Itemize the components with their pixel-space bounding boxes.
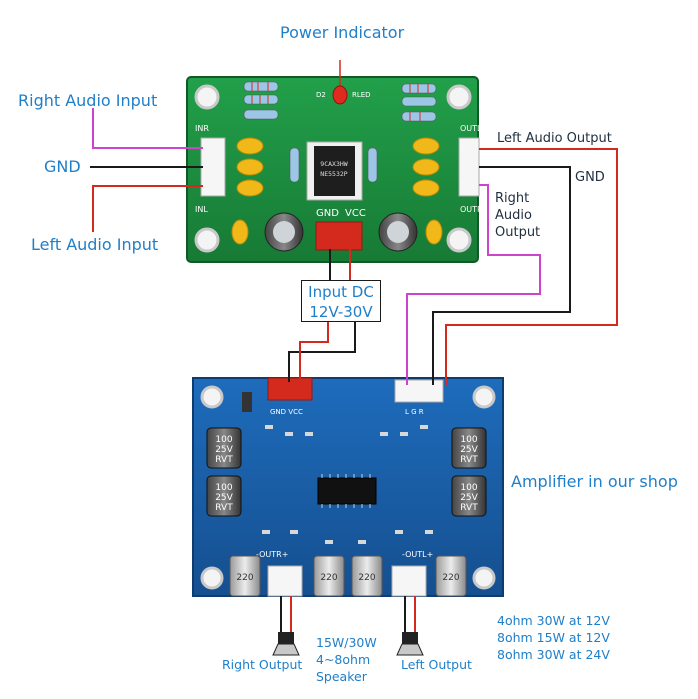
- svg-text:GND VCC: GND VCC: [270, 408, 303, 416]
- svg-text:-OUTL+: -OUTL+: [402, 550, 433, 559]
- svg-text:25V: 25V: [460, 493, 478, 503]
- svg-text:OUTR: OUTR: [460, 205, 483, 214]
- svg-text:NE5532P: NE5532P: [320, 170, 347, 178]
- svg-text:100: 100: [460, 483, 477, 493]
- right-audio-output-label: Right Audio Output: [495, 191, 541, 240]
- electrolytic-caps: [264, 212, 418, 252]
- right-audio-input-label: Right Audio Input: [18, 91, 158, 110]
- power-led: [332, 60, 348, 105]
- svg-text:D2: D2: [316, 91, 326, 99]
- amp-chip: [317, 477, 377, 505]
- gnd-input-label: GND: [44, 157, 81, 176]
- right-output-label: Right Output: [222, 657, 303, 672]
- amplifier-board: GND VCC L G R 100 25V RVT 100 25V RVT 10…: [192, 377, 504, 597]
- svg-text:VCC: VCC: [345, 208, 366, 219]
- gnd-output-label: GND: [575, 170, 605, 185]
- input-dc-box: Input DC 12V-30V: [301, 280, 381, 322]
- svg-text:RVT: RVT: [460, 503, 478, 513]
- svg-text:RVT: RVT: [460, 455, 478, 465]
- svg-text:INL: INL: [195, 205, 208, 214]
- wires: [90, 108, 618, 632]
- power-specs-label: 4ohm 30W at 12V 8ohm 15W at 12V 8ohm 30W…: [497, 613, 610, 662]
- right-speaker-icon: [272, 632, 300, 656]
- output-caps: [229, 555, 467, 597]
- svg-text:RVT: RVT: [215, 503, 233, 513]
- amplifier-shop-label: Amplifier in our shop: [511, 472, 678, 491]
- svg-text:220: 220: [236, 573, 253, 583]
- power-indicator-label: Power Indicator: [280, 23, 405, 42]
- svg-text:INR: INR: [195, 124, 209, 133]
- svg-text:25V: 25V: [215, 493, 233, 503]
- left-output-label: Left Output: [401, 657, 472, 672]
- svg-text:220: 220: [320, 573, 337, 583]
- svg-text:RVT: RVT: [215, 455, 233, 465]
- ceramic-caps: [231, 137, 443, 245]
- svg-text:25V: 25V: [460, 445, 478, 455]
- svg-text:100: 100: [215, 435, 232, 445]
- svg-text:100: 100: [215, 483, 232, 493]
- svg-text:25V: 25V: [215, 445, 233, 455]
- svg-text:9CAX3HW: 9CAX3HW: [320, 160, 347, 168]
- svg-text:220: 220: [442, 573, 459, 583]
- left-speaker-icon: [396, 632, 424, 656]
- svg-text:100: 100: [460, 435, 477, 445]
- preamp-board: D2 RLED 9CAX3HW NE5532P: [186, 60, 483, 263]
- speaker-spec-label: 15W/30W 4~8ohm Speaker: [316, 635, 377, 684]
- svg-text:GND: GND: [316, 208, 339, 219]
- ne5532-chip: 9CAX3HW NE5532P: [306, 141, 363, 201]
- svg-text:-OUTR+: -OUTR+: [256, 550, 288, 559]
- svg-text:OUTL: OUTL: [460, 124, 482, 133]
- svg-text:RLED: RLED: [352, 91, 371, 99]
- left-audio-input-label: Left Audio Input: [31, 235, 159, 254]
- svg-text:220: 220: [358, 573, 375, 583]
- amp-caps: [206, 427, 487, 517]
- svg-text:L G R: L G R: [405, 408, 424, 416]
- left-audio-output-label: Left Audio Output: [497, 131, 612, 146]
